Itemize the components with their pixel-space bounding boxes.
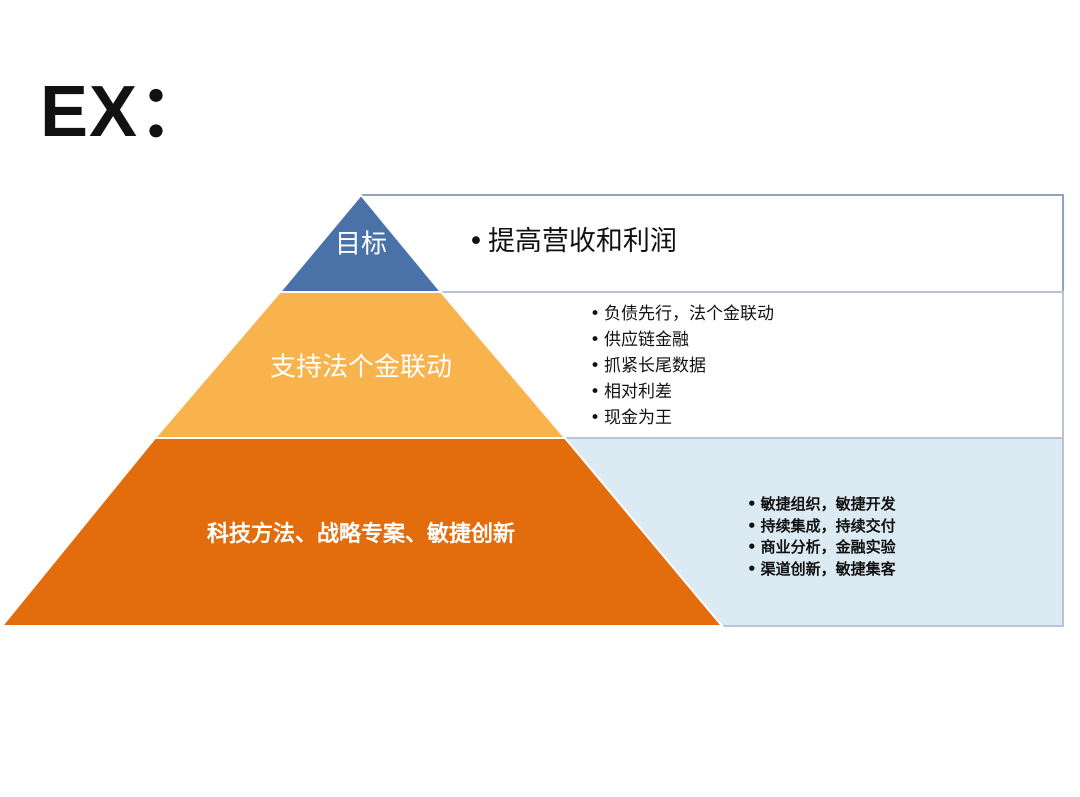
list-item: 抓紧长尾数据 (590, 353, 774, 379)
list-item: 敏捷组织，敏捷开发 (747, 494, 896, 516)
middle-tier-list: 负债先行，法个金联动 供应链金融 抓紧长尾数据 相对利差 现金为王 (590, 301, 774, 431)
top-tier-list: 提高营收和利润 (468, 224, 677, 260)
top-tier-box (360, 194, 1064, 293)
pyramid-bottom-tier (0, 437, 725, 627)
list-item: 供应链金融 (590, 327, 774, 353)
list-item: 现金为王 (590, 405, 774, 431)
bottom-tier-label: 科技方法、战略专案、敏捷创新 (206, 522, 516, 547)
list-item: 提高营收和利润 (468, 224, 677, 260)
middle-tier-label: 支持法个金联动 (269, 352, 453, 383)
slide-title: EX： (40, 72, 212, 152)
list-item: 相对利差 (590, 379, 774, 405)
list-item: 持续集成，持续交付 (747, 516, 896, 538)
list-item: 渠道创新，敏捷集客 (747, 559, 896, 581)
list-item: 负债先行，法个金联动 (590, 301, 774, 327)
list-item: 商业分析，金融实验 (747, 537, 896, 559)
bottom-tier-list: 敏捷组织，敏捷开发 持续集成，持续交付 商业分析，金融实验 渠道创新，敏捷集客 (747, 494, 896, 580)
top-tier-label: 目标 (334, 229, 388, 260)
